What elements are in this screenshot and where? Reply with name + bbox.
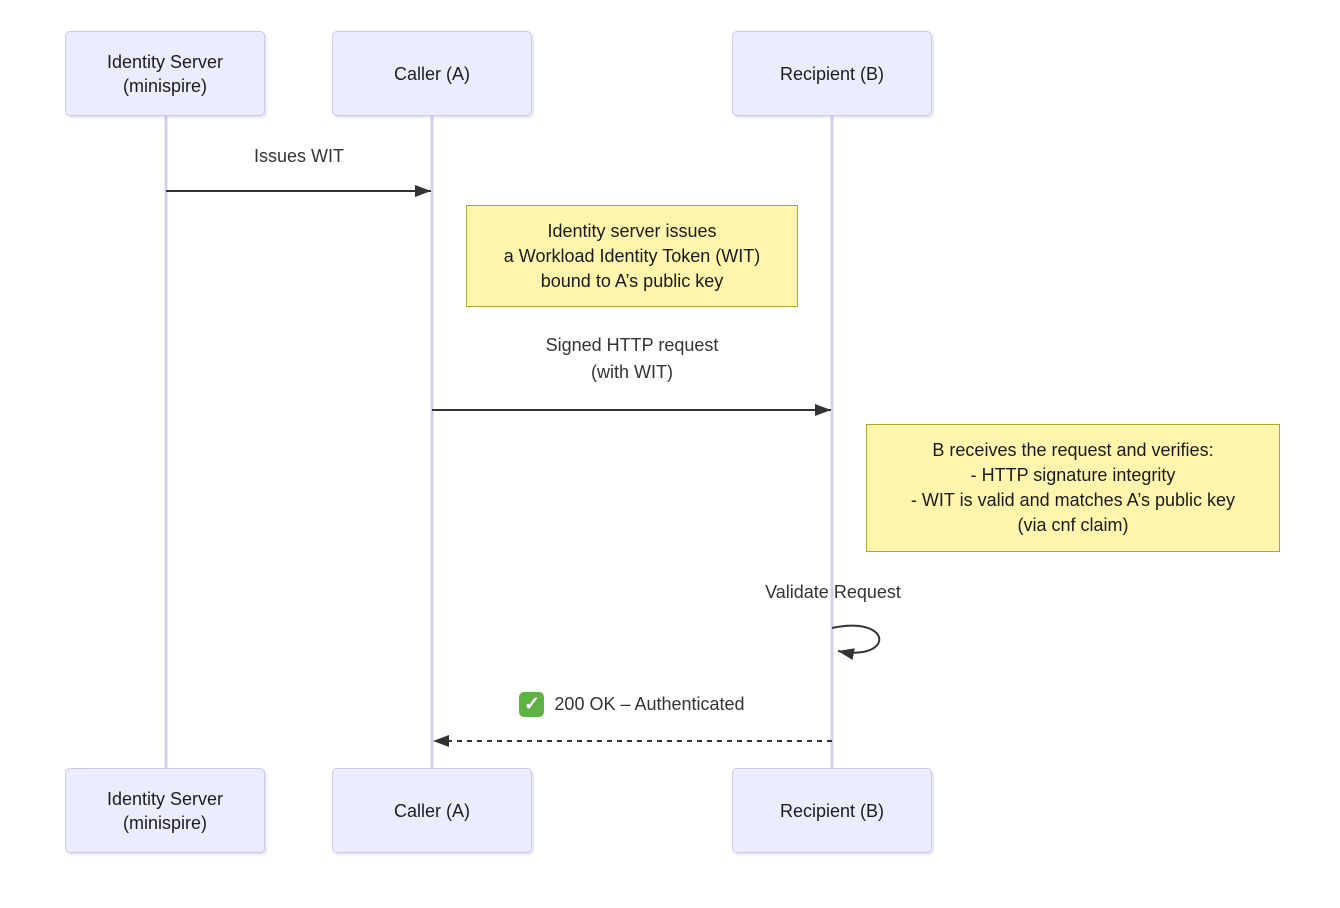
note-line: (via cnf claim) (1017, 515, 1129, 535)
actor-bottom-recipient: Recipient (B) (732, 768, 932, 853)
actor-label: Identity Server (106, 51, 224, 72)
message-label-signed-request: Signed HTTP request (with WIT) (432, 332, 832, 386)
note-line: B receives the request and verifies: (932, 440, 1214, 460)
note-line: Identity server issues (547, 220, 717, 241)
note-line: - HTTP signature integrity (970, 465, 1176, 485)
actor-label: (minispire) (122, 812, 207, 833)
note-b-verification: B receives the request and verifies: - H… (866, 424, 1280, 552)
actor-label: Caller (A) (393, 800, 470, 821)
actor-top-caller: Caller (A) (332, 31, 532, 116)
actor-label: Recipient (B) (779, 63, 885, 84)
white-check-mark-icon: ✓ (519, 692, 545, 717)
actor-top-identity-server: Identity Server (minispire) (65, 31, 265, 116)
message-label-issues-wit: Issues WIT (253, 146, 344, 166)
self-loop-arrow-validate (831, 624, 881, 660)
message-label-line: Signed HTTP request (545, 335, 719, 355)
actor-bottom-caller: Caller (A) (332, 768, 532, 853)
actor-label: Identity Server (106, 788, 224, 809)
actor-label: Recipient (B) (779, 800, 885, 821)
actor-label: (minispire) (122, 75, 207, 96)
note-wit-issuance: Identity server issues a Workload Identi… (466, 205, 798, 307)
note-line: - WIT is valid and matches A’s public ke… (910, 490, 1236, 510)
actor-top-recipient: Recipient (B) (732, 31, 932, 116)
reply-label-200-ok: ✓ 200 OK – Authenticated (432, 691, 832, 718)
message-label-line: (with WIT) (591, 362, 673, 382)
message-label-validate-request: Validate Request (765, 582, 901, 602)
actor-bottom-identity-server: Identity Server (minispire) (65, 768, 265, 853)
actor-label: Caller (A) (393, 63, 470, 84)
reply-label-text: 200 OK – Authenticated (554, 694, 745, 714)
note-line: a Workload Identity Token (WIT) (503, 245, 761, 266)
note-line: bound to A’s public key (540, 270, 724, 291)
